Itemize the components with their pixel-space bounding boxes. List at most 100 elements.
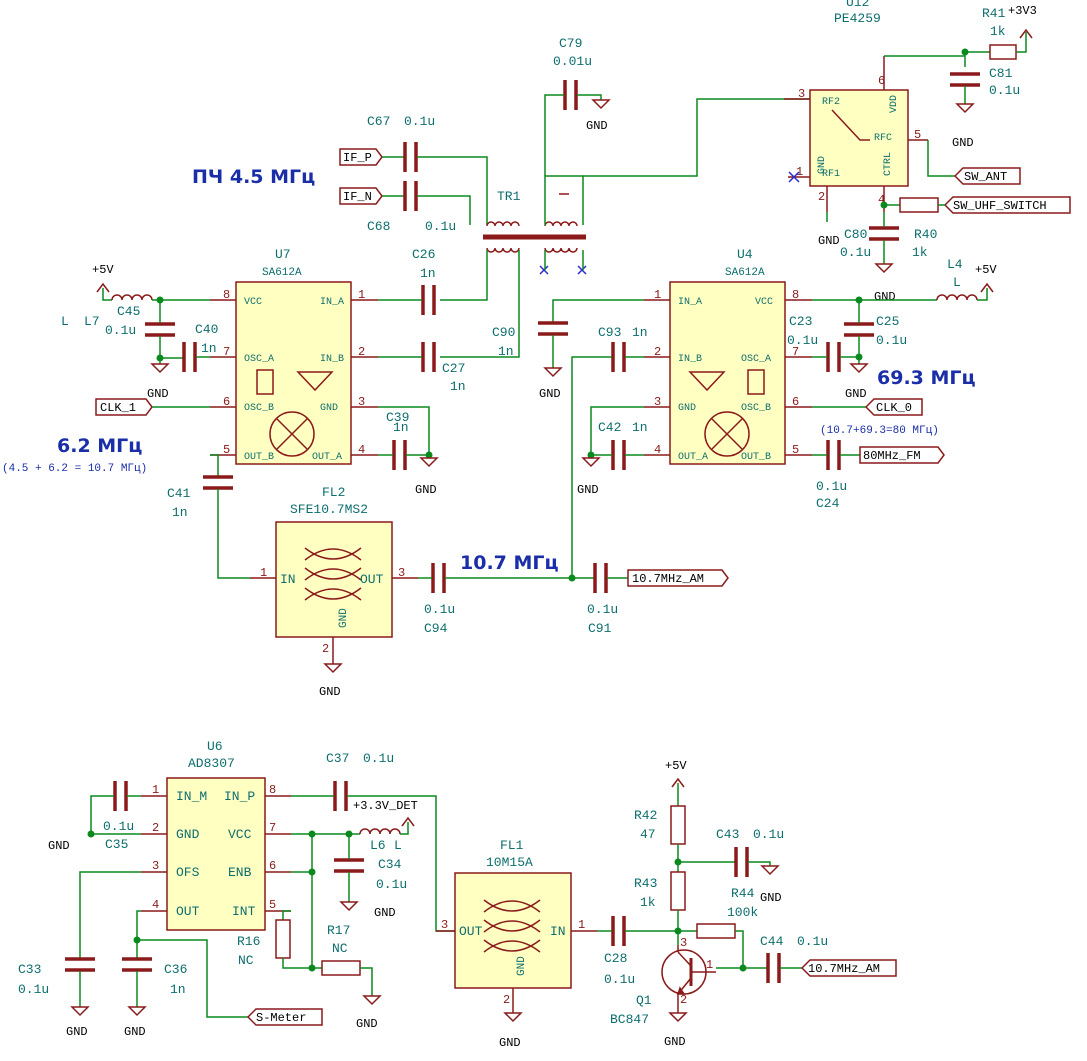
svg-text:3: 3	[398, 566, 405, 580]
svg-text:C44: C44	[760, 934, 784, 949]
svg-text:10.7MHz_AM: 10.7MHz_AM	[632, 572, 704, 586]
gnd-symbol: GND	[339, 901, 396, 920]
svg-text:C81: C81	[989, 66, 1013, 81]
svg-text:VCC: VCC	[228, 827, 252, 842]
svg-text:C41: C41	[167, 486, 191, 501]
svg-text:BC847: BC847	[610, 1012, 649, 1027]
svg-text:C35: C35	[105, 837, 128, 852]
gnd-symbol: GND	[356, 995, 382, 1031]
svg-text:6: 6	[878, 74, 885, 88]
svg-text:C37: C37	[326, 751, 349, 766]
gnd-symbol: GND	[760, 865, 782, 905]
svg-text:OFS: OFS	[176, 865, 200, 880]
svg-text:0.1u: 0.1u	[103, 819, 134, 834]
svg-text:2: 2	[503, 993, 510, 1007]
filter-freq-note: 10.7 МГц	[460, 552, 559, 574]
svg-text:GND: GND	[356, 1017, 378, 1031]
svg-text:GND: GND	[147, 387, 169, 401]
svg-text:C80: C80	[844, 227, 867, 242]
svg-text:GND: GND	[415, 483, 437, 497]
svg-text:IN: IN	[550, 924, 566, 939]
clk-1-flag: CLK_1	[95, 398, 153, 416]
svg-text:U12: U12	[846, 0, 869, 10]
svg-text:5: 5	[223, 443, 230, 457]
svg-text:4: 4	[152, 898, 159, 912]
svg-text:8: 8	[269, 783, 276, 797]
svg-text:1: 1	[796, 165, 803, 179]
svg-text:IN_P: IN_P	[224, 789, 255, 804]
svg-text:GND: GND	[817, 156, 828, 174]
svg-text:+5V: +5V	[665, 759, 687, 773]
if-n-flag: IF_N	[339, 187, 383, 205]
svg-text:GND: GND	[874, 290, 896, 304]
svg-text:2: 2	[358, 345, 365, 359]
svg-text:3: 3	[358, 395, 365, 409]
svg-text:IF_N: IF_N	[343, 190, 372, 204]
svg-text:L7: L7	[84, 314, 100, 329]
svg-text:CLK_0: CLK_0	[876, 401, 912, 415]
svg-text:C42: C42	[598, 420, 621, 435]
osc-u4-sum-note: (10.7+69.3=80 МГц)	[820, 425, 939, 437]
svg-text:SA612A: SA612A	[725, 267, 765, 279]
svg-text:+5V: +5V	[975, 263, 997, 277]
svg-text:3: 3	[654, 395, 661, 409]
svg-text:OUT_B: OUT_B	[741, 452, 771, 463]
svg-text:GND: GND	[176, 827, 200, 842]
svg-text:2: 2	[152, 821, 159, 835]
svg-text:GND: GND	[374, 906, 396, 920]
svg-text:GND: GND	[516, 956, 528, 976]
filter-fl2: FL2 SFE10.7MS2 IN OUT GND 1 3 2	[250, 485, 418, 664]
gnd-symbol: GND	[415, 457, 439, 497]
svg-text:SA612A: SA612A	[262, 267, 302, 279]
svg-text:INT: INT	[232, 904, 256, 919]
svg-text:IN_B: IN_B	[678, 354, 702, 365]
svg-text:GND: GND	[48, 839, 70, 853]
svg-text:6: 6	[792, 395, 799, 409]
svg-text:47: 47	[640, 827, 656, 842]
osc-u7-note: 6.2 МГц	[57, 435, 142, 457]
inductor-l4: L4L	[936, 257, 978, 301]
svg-text:0.1u: 0.1u	[18, 982, 49, 997]
svg-text:C43: C43	[716, 827, 739, 842]
gnd-symbol: GND	[147, 363, 170, 401]
svg-text:VCC: VCC	[244, 297, 262, 308]
gnd-symbol: GND	[874, 263, 896, 304]
svg-text:L: L	[394, 838, 402, 853]
svg-text:7: 7	[223, 345, 230, 359]
svg-text:C45: C45	[117, 304, 140, 319]
svg-text:1n: 1n	[172, 505, 188, 520]
gnd-symbol: GND	[66, 1006, 90, 1039]
svg-text:NC: NC	[332, 941, 348, 956]
power-5v: +5V	[975, 263, 997, 293]
svg-text:C25: C25	[876, 314, 899, 329]
svg-text:10.7MHz_AM: 10.7MHz_AM	[808, 962, 880, 976]
svg-text:U4: U4	[737, 247, 753, 262]
svg-text:C40: C40	[195, 322, 218, 337]
svg-text:2: 2	[654, 345, 661, 359]
svg-text:IN_A: IN_A	[678, 297, 702, 308]
svg-text:C36: C36	[164, 962, 187, 977]
svg-text:C34: C34	[378, 857, 402, 872]
power-5v: +5V	[92, 263, 114, 293]
svg-text:C90: C90	[492, 325, 515, 340]
svg-text:5: 5	[914, 128, 921, 142]
svg-text:R40: R40	[914, 227, 937, 242]
svg-text:IN_A: IN_A	[320, 297, 344, 308]
gnd-symbol: GND	[319, 663, 343, 699]
am107-flag-2: 10.7MHz_AM	[800, 959, 897, 977]
svg-text:1n: 1n	[450, 379, 466, 394]
svg-text:RFC: RFC	[874, 133, 892, 144]
sw-uhf-flag: SW_UHF_SWITCH	[943, 196, 1071, 214]
